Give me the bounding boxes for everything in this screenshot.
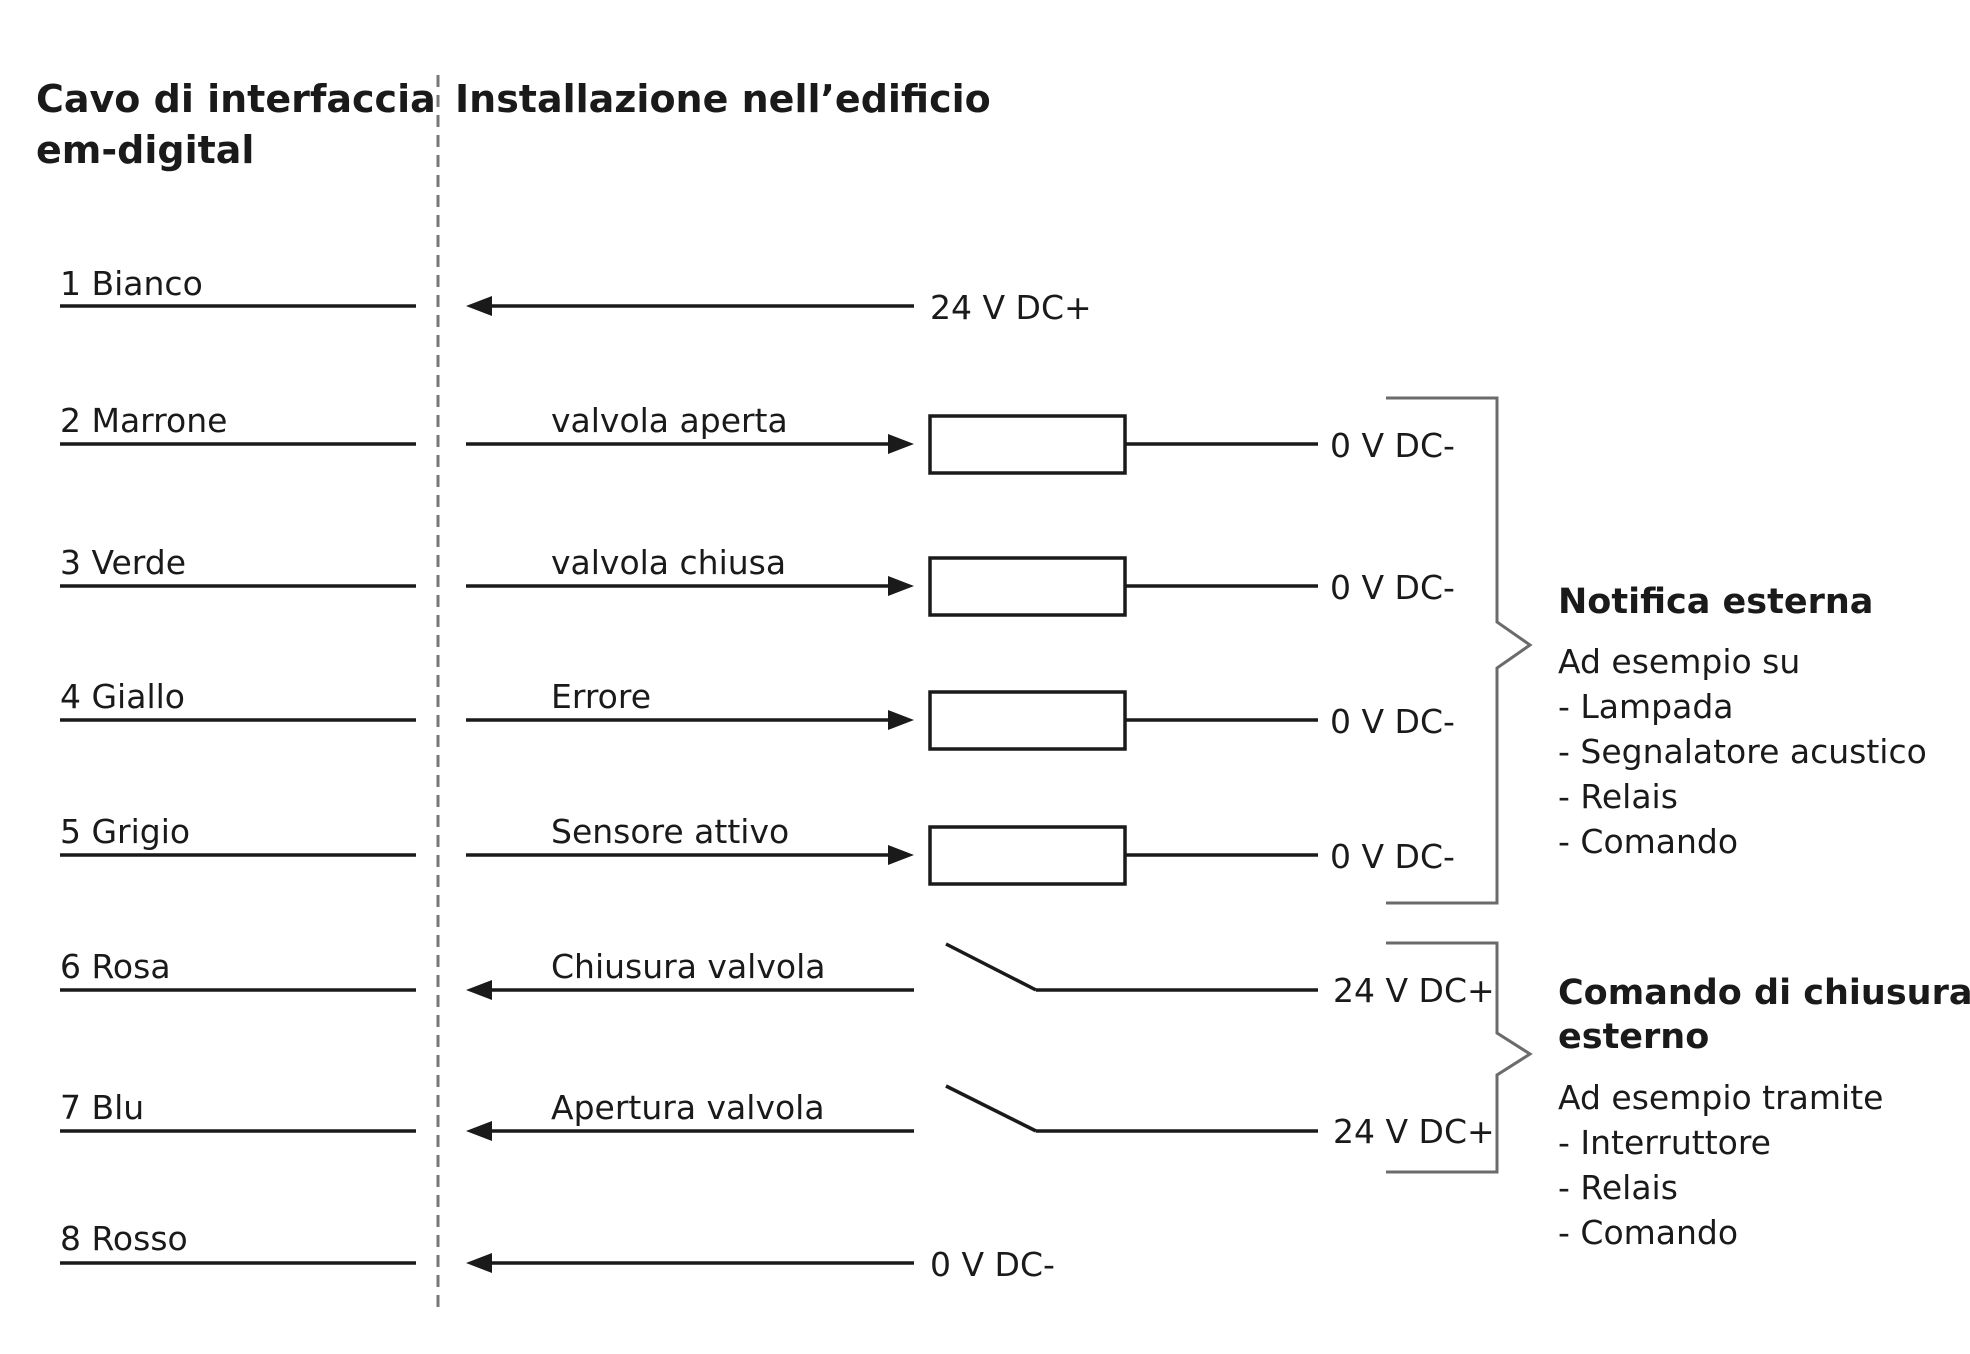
- end-label-7: 24 V DC+: [1333, 1112, 1495, 1151]
- wire-label-2: 2 Marrone: [60, 401, 228, 440]
- load-box-2: [928, 414, 1127, 475]
- closing-title-line1: Comando di chiusura: [1558, 973, 1970, 1013]
- wire-label-7: 7 Blu: [60, 1088, 145, 1127]
- wire-label-5: 5 Grigio: [60, 812, 191, 851]
- load-box-5: [928, 825, 1127, 886]
- closing-title-line2: esterno: [1558, 1017, 1710, 1057]
- closing-intro: Ad esempio tramite: [1558, 1078, 1884, 1117]
- arrow-left-7: [466, 1121, 492, 1141]
- notification-item: - Relais: [1558, 777, 1678, 816]
- end-label-3: 0 V DC-: [1330, 568, 1455, 607]
- end-label-4: 0 V DC-: [1330, 702, 1455, 741]
- end-label-6: 24 V DC+: [1333, 971, 1495, 1010]
- arrow-right-2: [888, 434, 914, 454]
- notification-item: - Lampada: [1558, 687, 1734, 726]
- signal-label-6: Chiusura valvola: [551, 947, 826, 986]
- load-box-4: [928, 690, 1127, 751]
- signal-label-3: valvola chiusa: [551, 543, 787, 582]
- arrow-left-6: [466, 980, 492, 1000]
- arrow-left-1: [466, 296, 492, 316]
- signal-label-4: Errore: [551, 677, 652, 716]
- notification-item: - Segnalatore acustico: [1558, 732, 1927, 771]
- signal-label-7: Apertura valvola: [551, 1088, 825, 1127]
- end-label-5: 0 V DC-: [1330, 837, 1455, 876]
- cable-header-line2: em-digital: [36, 128, 255, 172]
- supply-label-bottom: 0 V DC-: [930, 1245, 1055, 1284]
- wire-label-1: 1 Bianco: [60, 264, 203, 303]
- closing-item: - Interruttore: [1558, 1123, 1771, 1162]
- arrow-right-4: [888, 710, 914, 730]
- wire-label-4: 4 Giallo: [60, 677, 185, 716]
- notification-title: Notifica esterna: [1558, 582, 1874, 622]
- switch-6: [945, 942, 1037, 992]
- wire-label-3: 3 Verde: [60, 543, 187, 582]
- notification-brace: [1386, 396, 1533, 905]
- switch-7: [945, 1084, 1037, 1133]
- arrow-right-5: [888, 845, 914, 865]
- closing-item: - Relais: [1558, 1168, 1678, 1207]
- closing-brace: [1386, 941, 1533, 1174]
- signal-label-2: valvola aperta: [551, 401, 788, 440]
- notification-intro: Ad esempio su: [1558, 642, 1801, 681]
- wire-label-6: 6 Rosa: [60, 947, 171, 986]
- signal-label-5: Sensore attivo: [551, 812, 790, 851]
- arrow-left-8: [466, 1253, 492, 1273]
- end-label-2: 0 V DC-: [1330, 426, 1455, 465]
- notification-item: - Comando: [1558, 822, 1739, 861]
- wire-label-8: 8 Rosso: [60, 1219, 188, 1258]
- cable-header-line1: Cavo di interfaccia: [36, 77, 436, 121]
- arrow-right-3: [888, 576, 914, 596]
- supply-label-top: 24 V DC+: [930, 288, 1092, 327]
- building-header: Installazione nell’edificio: [455, 77, 991, 121]
- load-box-3: [928, 556, 1127, 617]
- closing-item: - Comando: [1558, 1213, 1739, 1252]
